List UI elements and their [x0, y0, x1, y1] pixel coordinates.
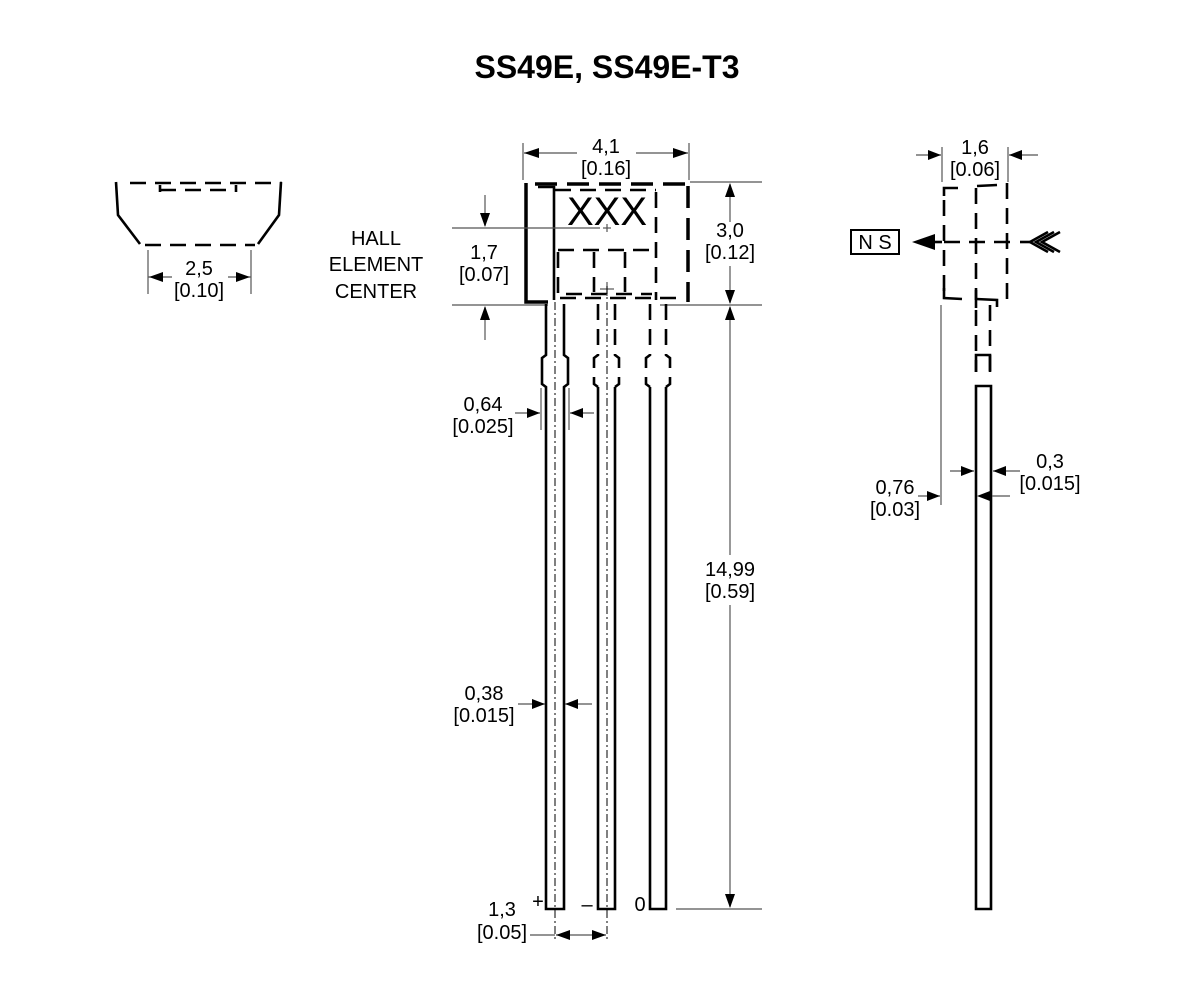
pin-label-ground: 0: [634, 894, 645, 916]
lead-ground: [644, 304, 672, 911]
body-width-mm: 4,1: [592, 136, 620, 158]
lead-shoulder-in: [0.025]: [452, 416, 513, 438]
side-view: 1,6 [0.06] N S: [850, 137, 1081, 911]
body-width-in: [0.16]: [581, 158, 631, 180]
pin-label-positive: +: [532, 891, 544, 913]
magnet-box: [850, 229, 900, 255]
lead-length-mm: 14,99: [705, 559, 755, 581]
bottom-view: 2,5 [0.10]: [114, 181, 283, 302]
hall-label-line2: ELEMENT: [329, 254, 423, 276]
lead-negative: [592, 286, 621, 940]
lead-pitch-mm: 1,3: [488, 899, 516, 921]
lead-offset-mm: 0,76: [876, 477, 915, 499]
side-thickness-mm: 1,6: [961, 137, 989, 159]
hall-label-line3: CENTER: [335, 281, 417, 303]
body-height-in: [0.12]: [705, 242, 755, 264]
sensing-direction-arrow: [912, 234, 935, 250]
lead-width-in: [0.015]: [453, 705, 514, 727]
bottom-width-in: [0.10]: [174, 280, 224, 302]
hall-offset-mm: 1,7: [470, 242, 498, 264]
lead-width-mm: 0,38: [465, 683, 504, 705]
lead-pitch-in: [0.05]: [477, 922, 527, 944]
side-thickness-in: [0.06]: [950, 159, 1000, 181]
magnet-label: N S: [858, 232, 891, 254]
view-direction-icon: [1020, 230, 1061, 254]
lead-thickness-in: [0.015]: [1019, 473, 1080, 495]
lead-positive: [540, 302, 570, 940]
hall-label-line1: HALL: [351, 228, 401, 250]
bottom-width-mm: 2,5: [185, 258, 213, 280]
pin-label-negative: –: [581, 894, 593, 916]
front-view: 4,1 [0.16] XXX HALL ELEMENT CENTER 1,7 […: [329, 136, 762, 944]
lead-shoulder-mm: 0,64: [464, 394, 503, 416]
lead-offset-in: [0.03]: [870, 499, 920, 521]
lead-length-in: [0.59]: [705, 581, 755, 603]
body-height-mm: 3,0: [716, 220, 744, 242]
lead-thickness-mm: 0,3: [1036, 451, 1064, 473]
hall-offset-in: [0.07]: [459, 264, 509, 286]
drawing-title: SS49E, SS49E-T3: [474, 49, 739, 85]
